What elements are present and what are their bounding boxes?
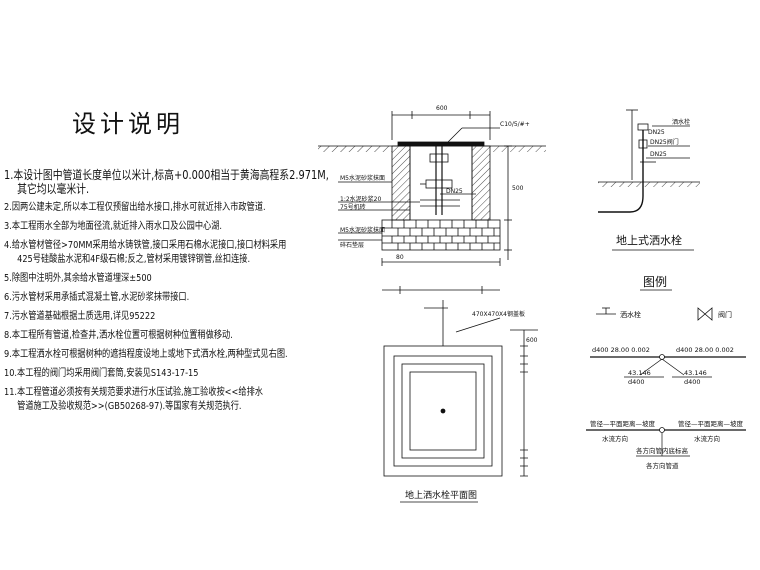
legend-pipe-right: d400 28.00 0.002	[676, 346, 734, 354]
label-elev: C10/5/#+	[500, 121, 530, 128]
right-wall	[471, 145, 491, 221]
label-m5-bottom: M5水泥砂浆抹面	[340, 226, 385, 234]
legend-node-label-top: 各方向管内底标高	[636, 446, 689, 455]
legend-slope-right-bottom: 水流方向	[694, 434, 720, 443]
note-4-line: 4.给水管材管径>70MM采用给水铸铁管,接口采用石棉水泥接口,接口材料采用	[4, 240, 287, 251]
legend-node-leader-right	[661, 358, 685, 376]
note-1: 1.本设计图中管道长度单位以米计,标高+0.000相当于黄海高程系2.971M,…	[4, 168, 329, 196]
note-4-cont: 425号硅酸盐水泥和4F级石棉;反之,管材采用镀锌钢管,丝扣连接.	[17, 254, 251, 265]
note-11-line: 11.本工程管道必须按有关规范要求进行水压试验,施工验收按<<给排水	[4, 387, 263, 398]
note-10: 10.本工程的阀门均采用阀门套筒,安装见S143-17-15	[4, 368, 199, 379]
note-11-cont: 管道施工及验收规范>>(GB50268-97).等国家有关规范执行.	[17, 401, 242, 412]
label-m5-top: M5水泥砂浆抹面	[340, 174, 385, 182]
plan-caption: 地上洒水栓平面图	[405, 489, 477, 501]
ag-ground-hatch	[598, 182, 700, 187]
plan-chamber	[409, 371, 477, 451]
well-cover	[397, 141, 485, 147]
note-9: 9.本工程洒水栓可根据树种的遮挡程度设地上或地下式洒水栓,两种型式见右图.	[4, 349, 288, 360]
plan-dim-ticks	[520, 345, 528, 477]
label-plan-dim: 600	[526, 337, 538, 344]
legend-hydrant-label: 洒水栓	[620, 310, 641, 319]
legend-slope-left-top: 管径—平面距离—坡度	[590, 419, 656, 428]
legend-valve-symbol	[697, 307, 713, 321]
plan-wall-inner	[401, 363, 485, 459]
ground-hatch-right	[490, 146, 546, 152]
note-1-cont: 其它均以毫米计.	[17, 182, 90, 196]
ag-head	[637, 123, 649, 131]
design-notes-title: 设计说明	[72, 110, 184, 138]
label-brick: 75号机砖	[340, 203, 366, 211]
hydrant-well-section	[318, 111, 546, 294]
legend-valve-label: 阀门	[718, 310, 732, 319]
ag-label-b: DN25阀门	[650, 138, 679, 146]
legend-node	[659, 354, 665, 360]
legend: 图例 洒水栓 阀门 d400 28.00 0.002 d400 28.00 0.…	[586, 275, 746, 470]
ag-label-top: 洒水栓	[672, 118, 690, 126]
note-7: 7.污水管道基础根据土质选用,详见95222	[4, 311, 156, 322]
note-1-line: 1.本设计图中管道长度单位以米计,标高+0.000相当于黄海高程系2.971M,	[4, 168, 329, 182]
note-6: 6.污水管材采用承插式混凝土管,水泥砂浆抹带接口.	[4, 292, 190, 303]
ag-valve	[638, 139, 648, 149]
legend-node-label-bottom: 各方向管道	[646, 461, 679, 470]
section-labels: C10/5/#+ 600 500 M5水泥砂浆抹面 DN25 1:2水泥砂浆20…	[340, 105, 530, 261]
left-wall	[391, 145, 411, 221]
legend-hydrant-symbol	[596, 307, 616, 315]
note-8: 8.本工程所有管道,检查井,洒水栓位置可根据树种位置稍做移动.	[4, 330, 233, 341]
legend-node-right-top: 43.146	[684, 369, 707, 377]
legend-node-left-top: 43.146	[628, 369, 651, 377]
label-gravel: 碎石垫层	[340, 241, 364, 249]
label-cover: 470X470X4钢盖板	[472, 310, 525, 318]
label-dim-right: 500	[512, 185, 524, 192]
brick-base	[381, 219, 501, 251]
legend-node-right-bottom: d400	[684, 378, 701, 386]
ground-hatch-left	[318, 146, 392, 152]
legend-title: 图例	[643, 275, 667, 289]
note-2: 2.因两公建未定,所以本工程仅预留出给水接口,排水可就近排入市政管道.	[4, 202, 266, 213]
legend-slope-right-top: 管径—平面距离—坡度	[678, 419, 744, 428]
note-11: 11.本工程管道必须按有关规范要求进行水压试验,施工验收按<<给排水管道施工及验…	[4, 386, 263, 412]
label-dim-top: 600	[436, 105, 448, 112]
valve-body	[425, 179, 453, 189]
legend-slope-left-bottom: 水流方向	[602, 434, 628, 443]
note-4: 4.给水管材管径>70MM采用给水铸铁管,接口采用石棉水泥接口,接口材料采用 42…	[4, 239, 286, 265]
ag-supply-pipe	[598, 195, 644, 213]
legend-pipe-left: d400 28.00 0.002	[592, 346, 650, 354]
above-ground-hydrant	[598, 109, 700, 213]
legend-node-left-bottom: d400	[628, 378, 645, 386]
legend-node-leader-left	[639, 358, 663, 376]
above-ground-labels: 洒水栓 DN25 DN25阀门 DN25 地上式洒水栓	[612, 118, 694, 251]
brick-joints	[391, 220, 495, 250]
plan-wall-outer	[393, 355, 493, 467]
ag-label-c: DN25	[650, 151, 667, 158]
hydrant-head	[429, 153, 449, 163]
note-3: 3.本工程雨水全部为地面径流,就近排入雨水口及公园中心湖.	[4, 221, 223, 232]
label-dim-side: 80	[396, 254, 404, 261]
plan-hydrant-center	[440, 408, 446, 414]
hydrant-plan-view	[383, 300, 538, 477]
ag-caption: 地上式洒水栓	[616, 233, 682, 247]
legend-slope-node	[659, 427, 665, 433]
ag-label-a: DN25	[648, 129, 665, 136]
cover-leader	[455, 317, 501, 333]
plan-labels: 470X470X4钢盖板 600 地上洒水栓平面图	[400, 310, 538, 503]
leader-elev-diag	[447, 127, 463, 143]
design-notes-list: 1.本设计图中管道长度单位以米计,标高+0.000相当于黄海高程系2.971M,…	[4, 168, 329, 412]
label-pipe: DN25	[446, 188, 463, 195]
note-5: 5.除图中注明外,其余给水管道埋深±500	[4, 273, 152, 284]
label-mortar: 1:2水泥砂浆20	[340, 195, 381, 203]
